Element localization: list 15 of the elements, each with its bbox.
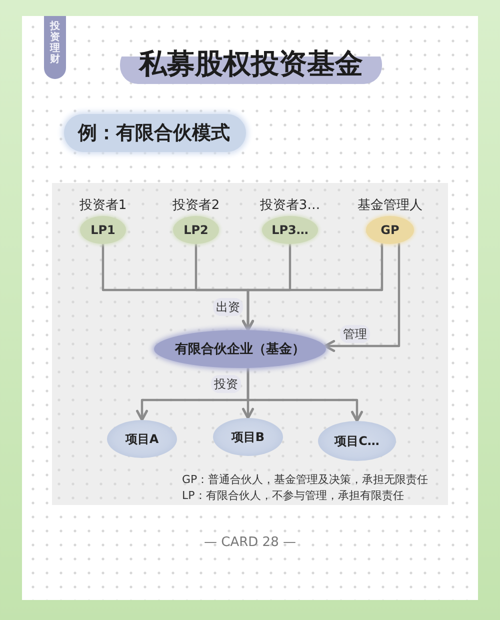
note-text: GP：普通合伙人，基金管理及决策，承担无限责任 xyxy=(182,472,428,487)
card-number: — CARD 28 — xyxy=(203,535,297,550)
category-tag: 投资理财 xyxy=(44,16,66,79)
edge-label: 出资 xyxy=(213,298,243,316)
connector-arrow xyxy=(246,368,363,422)
investor-name: 投资者2 xyxy=(172,198,220,214)
note-text: LP：有限合伙人，不参与管理，承担有限责任 xyxy=(182,488,404,503)
investor-name: 投资者1 xyxy=(79,198,127,214)
subtitle: 例：有限合伙模式 xyxy=(64,114,246,152)
connector-arrow xyxy=(242,243,384,332)
edge-label: 管理 xyxy=(340,325,370,343)
investor-name: 基金管理人 xyxy=(358,198,422,214)
edge-label: 投资 xyxy=(211,375,241,393)
investor-name: 投资者3… xyxy=(260,198,320,214)
connector-arrow xyxy=(324,243,400,352)
